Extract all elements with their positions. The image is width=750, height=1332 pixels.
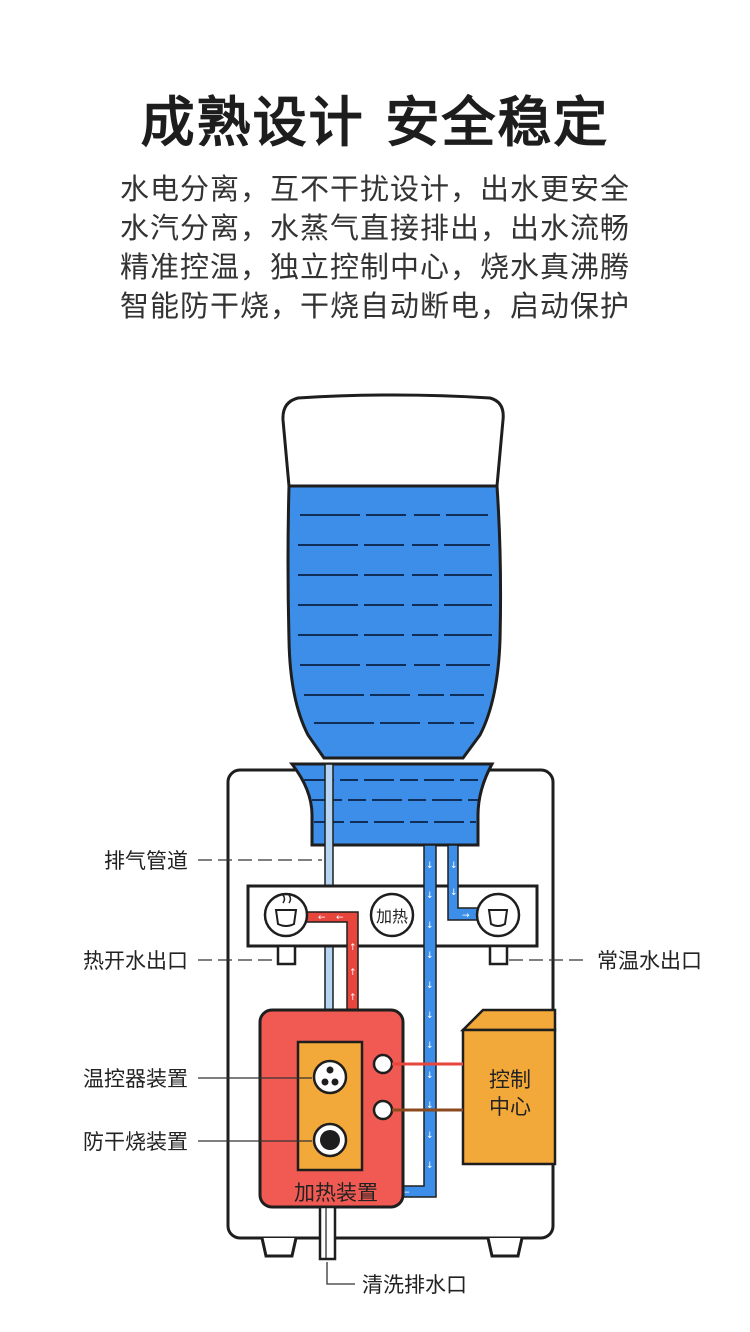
svg-text:↓: ↓	[426, 1071, 434, 1081]
svg-text:↓: ↓	[426, 861, 434, 871]
hot-water-button[interactable]	[263, 892, 309, 938]
drain-pipe	[318, 1205, 337, 1261]
svg-text:↓: ↓	[426, 891, 434, 901]
normal-water-outlet	[488, 944, 509, 966]
drain-outlet-label: 清洗排水口	[362, 1273, 467, 1297]
normal-water-outlet-label: 常温水出口	[597, 949, 702, 973]
dispenser-foot-right	[486, 1237, 524, 1258]
dispenser-foot-left	[260, 1237, 298, 1258]
control-center-label: 控制	[489, 1068, 531, 1092]
svg-text:↓: ↓	[450, 861, 458, 871]
control-center-label: 中心	[489, 1095, 531, 1119]
svg-text:↑: ↑	[349, 993, 357, 1003]
water-bottle	[281, 393, 505, 760]
thermostat-icon	[312, 1059, 348, 1095]
svg-text:↑: ↑	[349, 943, 357, 953]
svg-text:↓: ↓	[426, 1161, 434, 1171]
hot-water-outlet-label: 热开水出口	[83, 949, 188, 973]
heat-button-label: 加热	[376, 907, 408, 926]
svg-text:↓: ↓	[426, 951, 434, 961]
svg-text:→: →	[462, 911, 470, 921]
thermostat-label: 温控器装置	[83, 1067, 188, 1091]
svg-text:←: ←	[402, 1188, 410, 1198]
bottle-water	[286, 484, 503, 760]
svg-text:↓: ↓	[426, 1041, 434, 1051]
svg-text:↓: ↓	[426, 981, 434, 991]
description-line: 智能防干烧，干烧自动断电，启动保护	[119, 289, 630, 323]
hot-water-outlet	[276, 944, 297, 966]
svg-text:←: ←	[318, 913, 326, 923]
svg-text:↓: ↓	[426, 921, 434, 931]
exhaust-pipe-label: 排气管道	[104, 849, 188, 873]
svg-text:↓: ↓	[426, 1011, 434, 1021]
description: 水电分离，互不干扰设计，出水更安全 水汽分离，水蒸气直接排出，出水流畅 精准控温…	[95, 170, 655, 326]
description-line: 水汽分离，水蒸气直接排出，出水流畅	[119, 211, 630, 245]
sensor-icon	[372, 1053, 394, 1075]
sensor-icon	[372, 1099, 394, 1121]
bottle-cap-top	[281, 393, 505, 488]
page-title: 成熟设计 安全稳定	[140, 91, 610, 154]
description-line: 水电分离，互不干扰设计，出水更安全	[119, 172, 630, 206]
svg-text:↓: ↓	[450, 888, 458, 898]
svg-text:↑: ↑	[349, 968, 357, 978]
heat-button[interactable]: 加热	[369, 892, 415, 938]
normal-water-button[interactable]	[475, 892, 521, 938]
anti-dry-burn-icon	[312, 1122, 348, 1158]
anti-dry-burn-label: 防干烧装置	[83, 1130, 188, 1154]
control-center	[461, 1028, 557, 1166]
heater-label: 加热装置	[294, 1181, 378, 1205]
svg-text:←: ←	[336, 913, 344, 923]
svg-text:↓: ↓	[426, 1131, 434, 1141]
water-reservoir	[288, 762, 495, 847]
description-line: 精准控温，独立控制中心，烧水真沸腾	[119, 250, 630, 284]
svg-text:↓: ↓	[426, 1101, 434, 1111]
